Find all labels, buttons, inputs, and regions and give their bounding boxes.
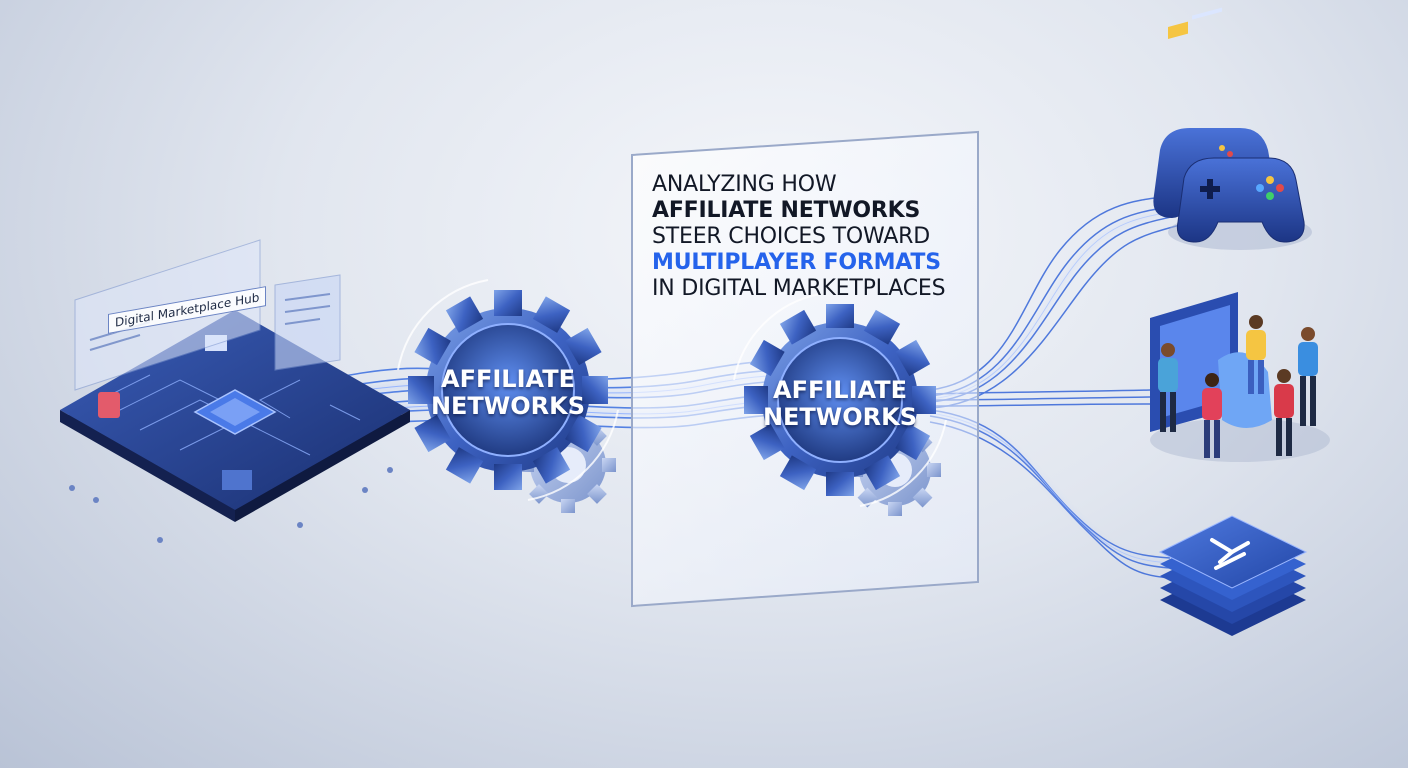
title-line-4: MULTIPLAYER FORMATS [652,250,941,275]
gear-label-right: AFFILIATE NETWORKS [750,377,930,431]
main-title: ANALYZING HOW AFFILIATE NETWORKS STEER C… [652,172,972,302]
affiliate-gear-left [397,279,619,513]
title-line-2: AFFILIATE NETWORKS [652,198,921,223]
team-collaboration-icon [1150,7,1330,462]
title-line-3: STEER CHOICES TOWARD [652,224,930,249]
title-line-1: ANALYZING HOW [652,172,837,197]
gamepad-icon [1153,128,1312,250]
download-stack-icon [1158,515,1308,636]
gear-label-line1: AFFILIATE [773,376,907,404]
title-line-5: IN DIGITAL MARKETPLACES [652,276,946,301]
gear-label-line2: NETWORKS [430,392,586,420]
affiliate-gear-right [733,293,947,516]
marketplace-hub-board [60,239,410,543]
gear-label-line1: AFFILIATE [441,365,575,393]
gear-label-line2: NETWORKS [762,403,918,431]
gear-label-left: AFFILIATE NETWORKS [418,366,598,420]
